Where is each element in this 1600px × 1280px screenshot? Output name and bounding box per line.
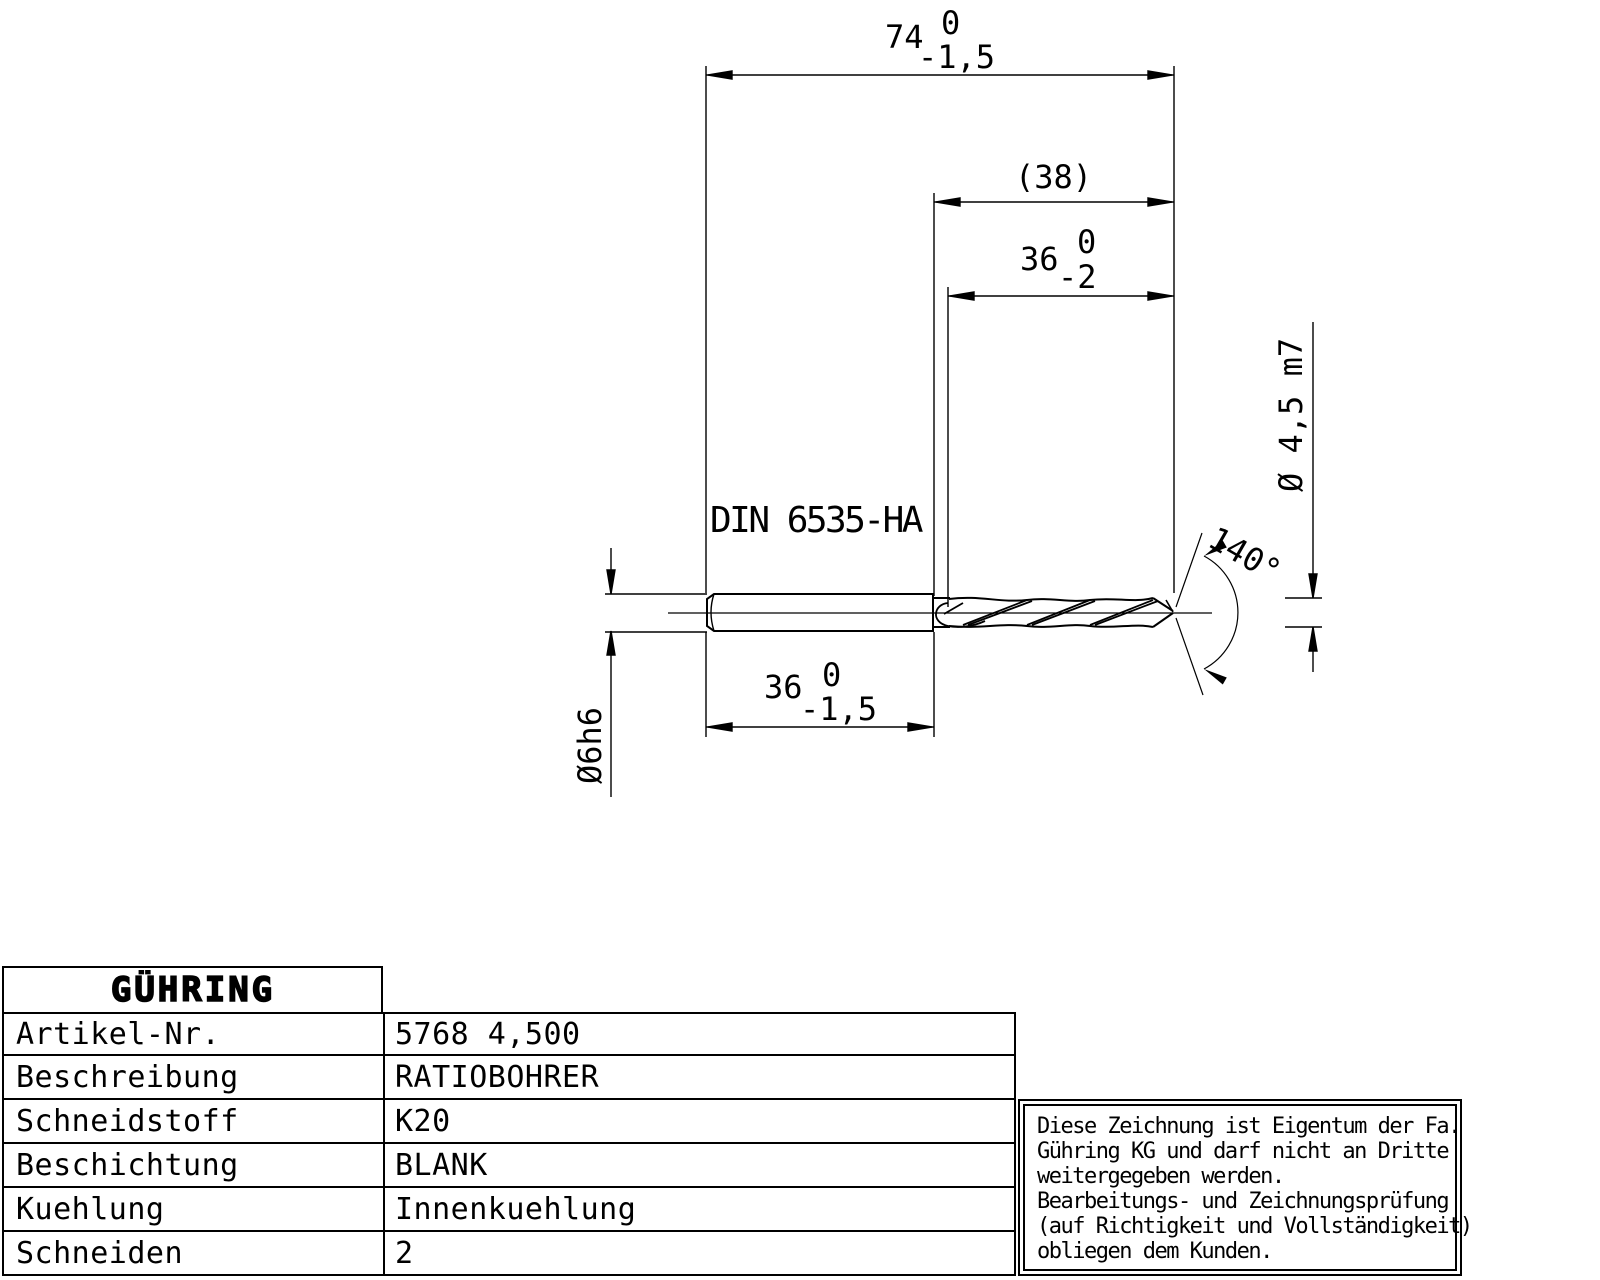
dim-shank-length-tol-top: 0	[822, 656, 841, 694]
notice-line: Diese Zeichnung ist Eigentum der Fa.	[1037, 1114, 1461, 1139]
cutting-diameter-label: Ø 4,5 m7	[1272, 338, 1310, 492]
row-label: Artikel-Nr.	[4, 1014, 385, 1054]
row-label: Beschreibung	[4, 1056, 385, 1098]
row-value: RATIOBOHRER	[395, 1059, 600, 1095]
dim-flute-length-tol-bottom: -2	[1058, 258, 1097, 296]
point-angle-label: 140°	[1202, 519, 1288, 590]
point-angle-dimension	[1175, 532, 1239, 696]
manufacturer-logo-cell: GÜHRING	[2, 966, 383, 1012]
dim-shank-length-value: 36	[764, 668, 803, 706]
extension-lines	[605, 66, 1322, 737]
notice-line: Gühring KG und darf nicht an Dritte	[1037, 1139, 1450, 1164]
row-label: Schneiden	[4, 1232, 385, 1274]
drill-flute-body	[935, 596, 1174, 628]
ownership-notice-box: Diese Zeichnung ist Eigentum der Fa. Güh…	[1018, 1099, 1473, 1276]
dim-total-length-tol-bottom: -1,5	[918, 38, 995, 76]
dim-ref-length-value: (38)	[1015, 158, 1092, 196]
row-value: Innenkuehlung	[395, 1191, 637, 1227]
table-row: Beschreibung RATIOBOHRER	[2, 1056, 1016, 1100]
row-value: 5768 4,500	[395, 1016, 581, 1052]
shank-diameter-label: Ø6h6	[571, 707, 609, 784]
guehring-logo: GÜHRING	[110, 970, 274, 1010]
table-row: Kuehlung Innenkuehlung	[2, 1188, 1016, 1232]
dim-shank-length-tol-bottom: -1,5	[800, 690, 877, 728]
dim-flute-length-value: 36	[1020, 240, 1059, 278]
row-label: Beschichtung	[4, 1144, 385, 1186]
dim-total-length-tol-top: 0	[941, 4, 960, 42]
notice-line: obliegen dem Kunden.	[1037, 1239, 1273, 1264]
dim-total-length-value: 74	[885, 18, 924, 56]
spec-table: GÜHRING Artikel-Nr. 5768 4,500 Beschreib…	[2, 966, 1016, 1276]
table-row: Schneiden 2	[2, 1232, 1016, 1276]
shank-standard-label: DIN 6535-HA	[710, 500, 924, 541]
table-row: Beschichtung BLANK	[2, 1144, 1016, 1188]
row-value: BLANK	[395, 1147, 488, 1183]
table-row: Schneidstoff K20	[2, 1100, 1016, 1144]
dimension-lines	[606, 70, 1318, 797]
dim-flute-length-tol-top: 0	[1077, 223, 1096, 261]
row-label: Schneidstoff	[4, 1100, 385, 1142]
row-value: 2	[395, 1235, 414, 1271]
table-row: Artikel-Nr. 5768 4,500	[2, 1012, 1016, 1056]
notice-line: weitergegeben werden.	[1037, 1164, 1285, 1189]
svg-text:GÜHRING: GÜHRING	[110, 970, 274, 1010]
ownership-notice-inner: Diese Zeichnung ist Eigentum der Fa. Güh…	[1023, 1104, 1473, 1271]
technical-drawing: 74 0 -1,5 (38) 36 0 -2 36 0 -1,5 DIN 653…	[571, 4, 1322, 797]
row-value: K20	[395, 1103, 451, 1139]
drill-point	[1152, 597, 1174, 628]
notice-line: Bearbeitungs- und Zeichnungsprüfung	[1037, 1189, 1450, 1214]
drill-shank	[706, 593, 950, 632]
flute-helix-lines	[943, 599, 1159, 626]
notice-line: (auf Richtigkeit und Vollständigkeit)	[1037, 1214, 1473, 1239]
row-label: Kuehlung	[4, 1188, 385, 1230]
